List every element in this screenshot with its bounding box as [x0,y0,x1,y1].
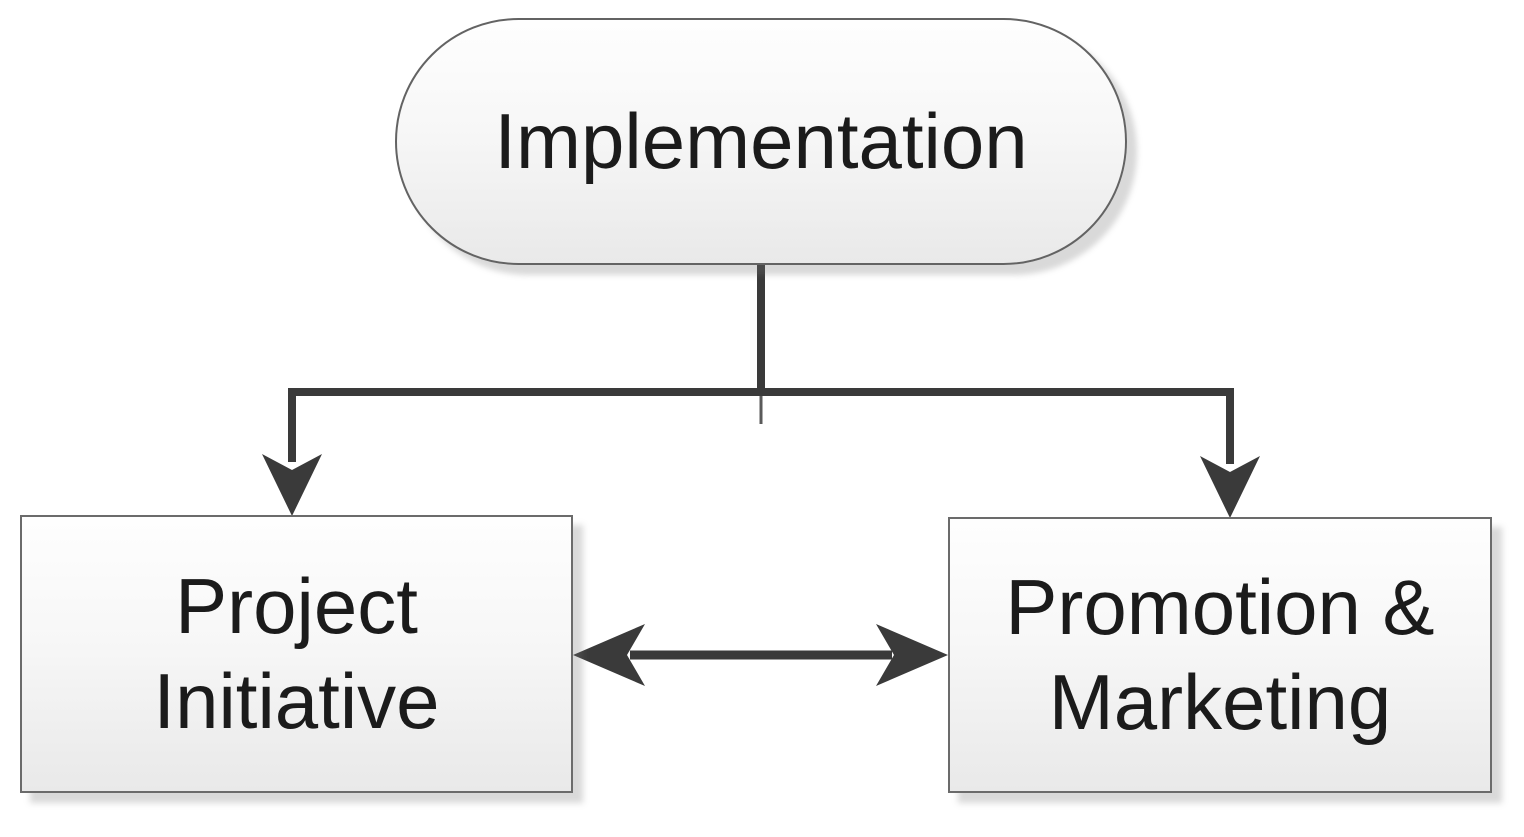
node-project-initiative-label: Project Initiative [153,561,440,745]
arrowhead-down-left [262,454,322,516]
edge-implementation-to-project-initiative [262,388,322,516]
edge-project-initiative-promotion-marketing [573,624,948,686]
arrowhead-down-right [1200,456,1260,518]
node-promotion-marketing-label: Promotion & Marketing [1005,562,1435,746]
arrowhead-right [876,624,948,686]
node-implementation: Implementation [395,18,1127,265]
node-implementation-label: Implementation [494,96,1028,185]
node-promotion-marketing: Promotion & Marketing [948,517,1492,793]
arrowhead-left [573,624,645,686]
node-project-initiative: Project Initiative [20,515,573,793]
edge-implementation-to-promotion-marketing [1200,388,1260,518]
